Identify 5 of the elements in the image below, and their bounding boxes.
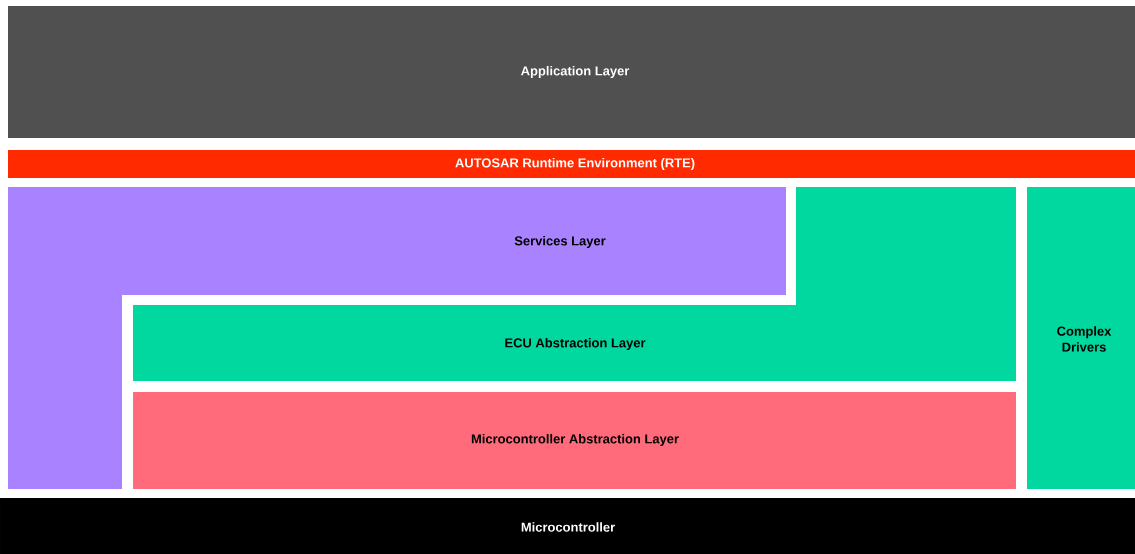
layer-block: Microcontroller Abstraction Layer — [133, 392, 1016, 489]
layer-block: Application Layer — [8, 6, 1135, 138]
layer-block: AUTOSAR Runtime Environment (RTE) — [8, 150, 1135, 178]
layer-block: Microcontroller — [0, 498, 1135, 554]
layer-block: Complex Drivers — [1027, 187, 1135, 489]
